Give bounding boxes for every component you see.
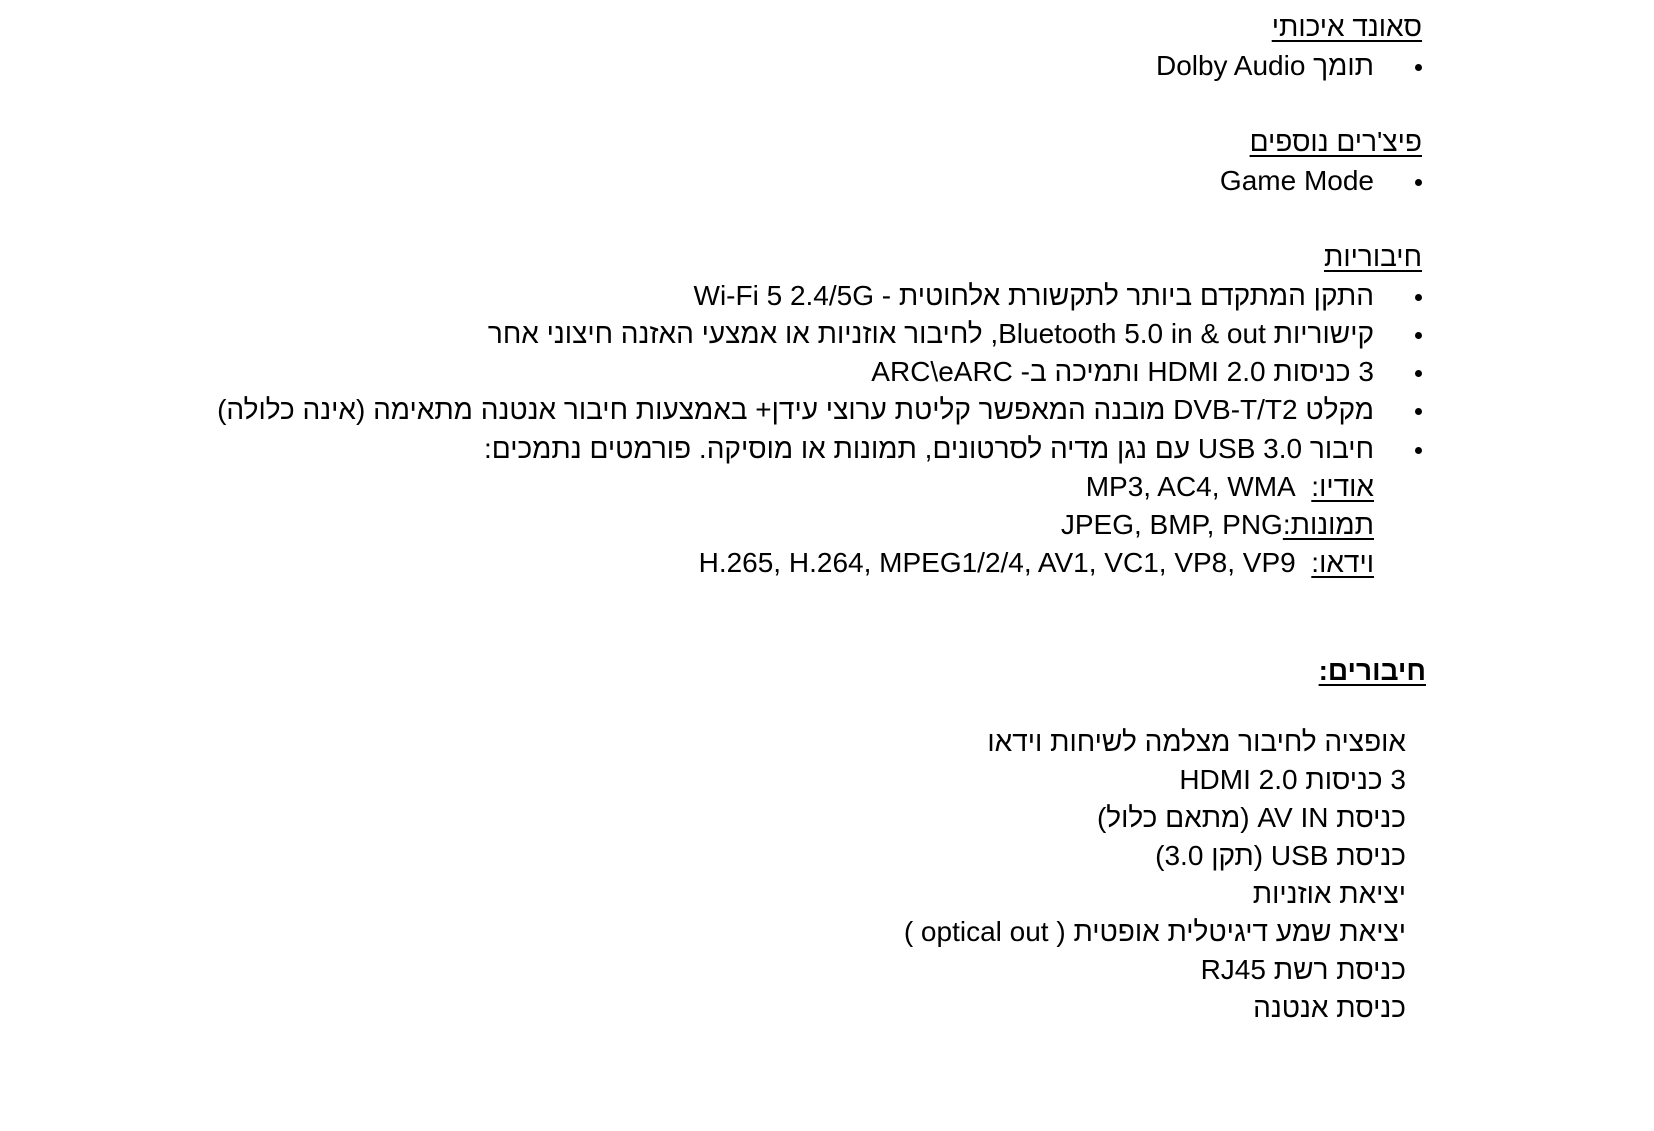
bullet-icon — [1415, 408, 1422, 415]
bullet-icon — [1415, 294, 1422, 301]
bullet-icon — [1415, 447, 1422, 454]
format-video-label: וידאו: — [1311, 547, 1374, 578]
format-audio-value: MP3, AC4, WMA — [1085, 471, 1296, 502]
sound-item-dolby: תומך Dolby Audio — [1155, 50, 1374, 81]
connectivity-item-usb: חיבור USB 3.0 עם נגן מדיה לסרטונים, תמונ… — [484, 433, 1374, 464]
format-audio-row: אודיו: MP3, AC4, WMA — [1086, 473, 1374, 501]
bullet-icon — [1415, 332, 1422, 339]
format-video-row: וידאו: H.265, H.264, MPEG1/2/4, AV1, VC1… — [699, 549, 1374, 577]
ports-heading: חיבורים: — [1318, 655, 1426, 686]
port-item-headphones: יציאת אוזניות — [1252, 878, 1406, 909]
connectivity-item-wifi: Wi-Fi 5 2.4/5G - התקן המתקדם ביותר לתקשו… — [693, 280, 1374, 311]
port-item-rj45: כניסת רשת RJ45 — [1200, 954, 1406, 985]
sound-heading: סאונד איכותי — [1271, 11, 1422, 42]
connectivity-heading: חיבוריות — [1323, 241, 1422, 272]
connectivity-item-hdmi: 3 כניסות HDMI 2.0 ותמיכה ב- ARC\eARC — [871, 356, 1374, 387]
format-images-row: תמונות:JPEG, BMP, PNG — [1061, 511, 1374, 539]
port-item-av-in: כניסת AV IN (מתאם כלול) — [1096, 802, 1406, 833]
bullet-icon — [1415, 64, 1422, 71]
port-item-usb: כניסת USB (תקן 3.0) — [1155, 840, 1406, 871]
format-images-label: תמונות: — [1282, 509, 1374, 540]
extra-features-heading: פיצ'רים נוספים — [1249, 126, 1422, 157]
format-video-value: H.265, H.264, MPEG1/2/4, AV1, VC1, VP8, … — [698, 547, 1296, 578]
bullet-icon — [1415, 179, 1422, 186]
port-item-hdmi: 3 כניסות HDMI 2.0 — [1179, 764, 1406, 795]
port-item-antenna: כניסת אנטנה — [1253, 992, 1406, 1023]
extra-feature-game-mode: Game Mode — [1219, 165, 1374, 196]
format-audio-label: אודיו: — [1311, 471, 1374, 502]
port-item-optical: יציאת שמע דיגיטלית אופטית ( optical out … — [903, 916, 1406, 947]
format-images-value: JPEG, BMP, PNG — [1060, 509, 1283, 540]
connectivity-item-dvb: מקלט DVB-T/T2 מובנה המאפשר קליטת ערוצי ע… — [217, 394, 1374, 425]
port-item-camera: אופציה לחיבור מצלמה לשיחות וידאו — [987, 726, 1406, 757]
connectivity-item-bluetooth: קישוריות Bluetooth 5.0 in & out, לחיבור … — [487, 318, 1374, 349]
bullet-icon — [1415, 370, 1422, 377]
